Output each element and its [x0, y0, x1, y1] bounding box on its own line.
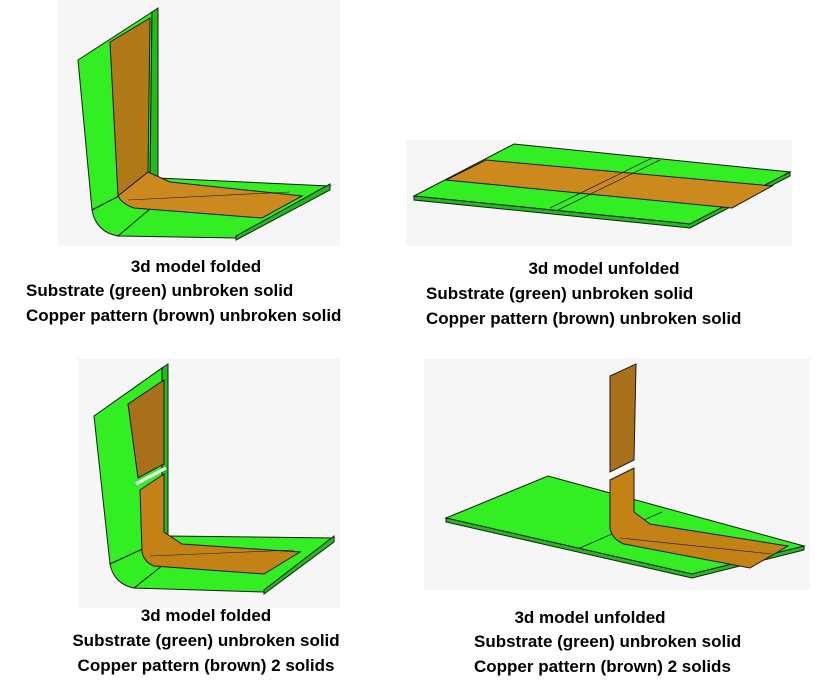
caption-title: 3d model unfolded [514, 608, 666, 627]
bend-line [619, 537, 773, 555]
caption-copper: Copper pattern (brown) 2 solids [77, 656, 335, 675]
bend-line [127, 191, 291, 201]
panel-unfolded-unbroken: 3d model unfolded Substrate (green) unbr… [400, 0, 818, 340]
caption: 3d model folded [26, 254, 366, 279]
copper-lower-solid [139, 473, 302, 575]
copper-upper-solid [609, 363, 637, 473]
unfolded-model-render [444, 363, 806, 579]
copper-floor [117, 171, 304, 219]
copper-strip [444, 159, 774, 209]
panel-folded-two-solids: 3d model folded Substrate (green) unbrok… [0, 340, 400, 691]
substrate-sheet-edge [445, 517, 805, 579]
substrate-floor-edge [263, 534, 335, 595]
copper-gap [135, 466, 167, 486]
fold-line-2 [557, 159, 661, 211]
panel-unfolded-two-solids: 3d model unfolded Substrate (green) unbr… [400, 340, 818, 691]
substrate-floor-edge [235, 183, 331, 241]
caption-copper: Copper pattern (brown) 2 solids [474, 657, 731, 676]
substrate-sheet-edge [413, 171, 791, 229]
caption-substrate: Substrate (green) unbroken solid [72, 631, 340, 650]
bend-line [149, 549, 295, 557]
folded-model-render [77, 7, 332, 241]
caption-title: 3d model unfolded [528, 259, 680, 278]
caption-copper: Copper pattern (brown) unbroken solid [26, 306, 342, 325]
unfolded-model-render [412, 143, 792, 229]
caption-substrate: Substrate (green) unbroken solid [474, 632, 742, 651]
caption-details: Substrate (green) unbroken solid Copper … [26, 278, 341, 328]
caption: 3d model folded Substrate (green) unbrok… [36, 603, 376, 678]
copper-gap [607, 460, 639, 478]
caption-details: Substrate (green) unbroken solid Copper … [474, 629, 741, 679]
caption-title: 3d model folded [140, 606, 272, 625]
caption-details: Substrate (green) unbroken solid Copper … [426, 281, 741, 331]
fold-line-1 [549, 157, 653, 209]
panel-folded-unbroken: 3d model folded Substrate (green) unbrok… [0, 0, 400, 340]
copper-lower-solid [609, 467, 790, 569]
caption-copper: Copper pattern (brown) unbroken solid [426, 309, 742, 328]
caption-title: 3d model folded [130, 257, 262, 276]
caption-substrate: Substrate (green) unbroken solid [26, 281, 294, 300]
caption: 3d model unfolded [424, 256, 784, 281]
copper-upper-solid [127, 379, 165, 479]
caption: 3d model unfolded [420, 605, 760, 630]
folded-model-render [93, 363, 336, 595]
caption-substrate: Substrate (green) unbroken solid [426, 284, 694, 303]
